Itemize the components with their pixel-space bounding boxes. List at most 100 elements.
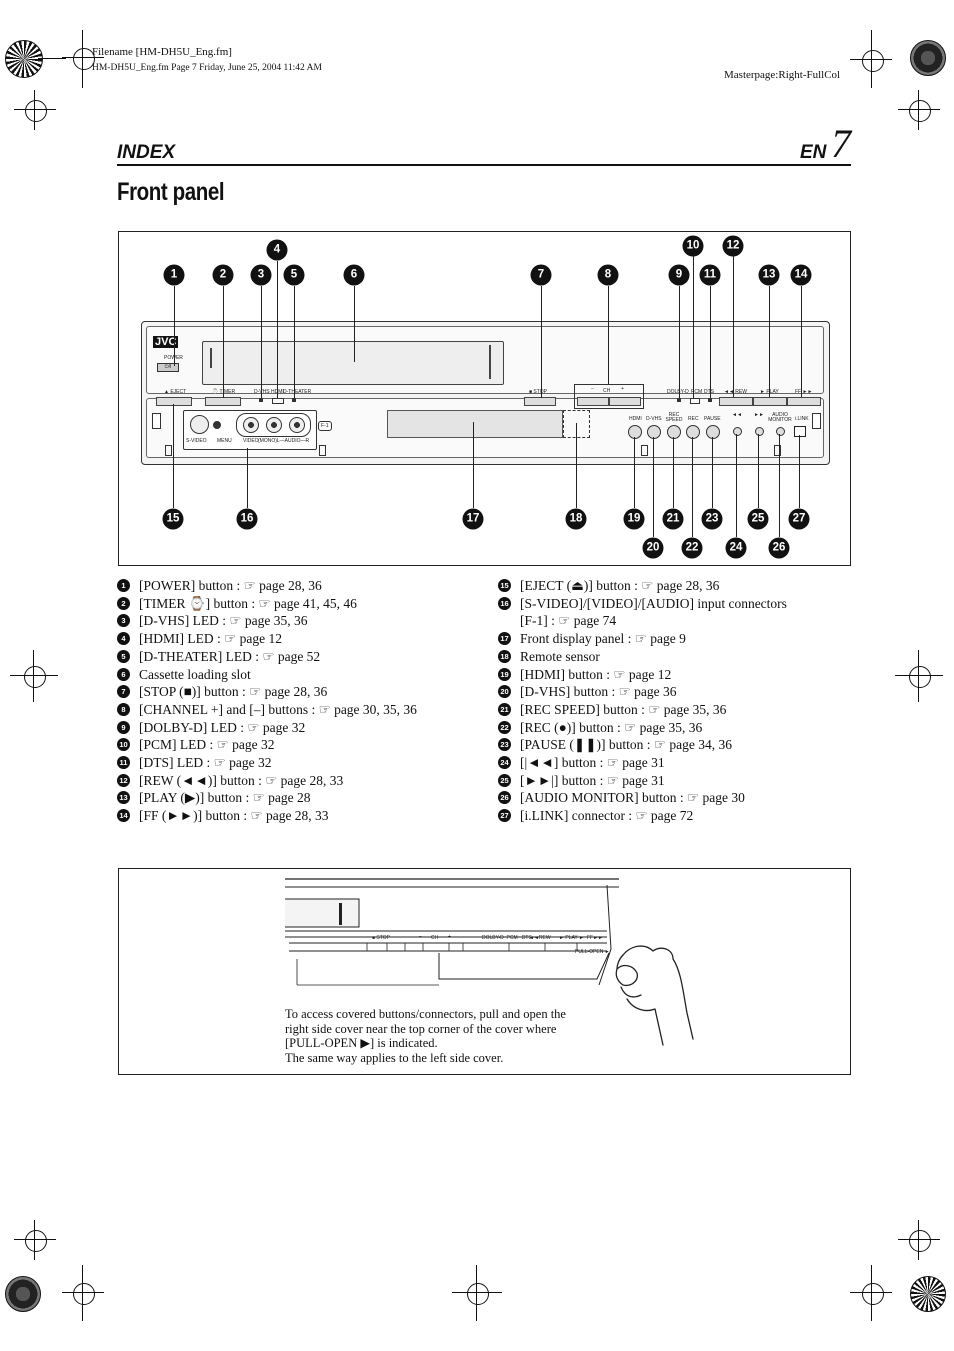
registration-rosette-icon — [910, 40, 946, 76]
leader-line — [174, 286, 175, 366]
crop-line — [82, 1265, 83, 1321]
legend-text: [PCM] LED : ☞ page 32 — [139, 737, 275, 753]
crop-line — [62, 1292, 104, 1293]
legend-number: 22 — [498, 720, 511, 734]
audio-label: (MONO)L—AUDIO—R — [258, 438, 310, 444]
dolby-led-label: DOLBY-D — [667, 389, 689, 395]
section-title: INDEX — [117, 142, 176, 163]
cassette-slot[interactable] — [202, 341, 504, 385]
leader-line — [733, 256, 734, 397]
dvhs-button[interactable] — [647, 425, 661, 439]
leader-line — [712, 437, 713, 508]
skip-back-button[interactable] — [733, 427, 742, 436]
legend-item: 25[►►|] button : ☞ page 31 — [498, 772, 850, 790]
callout-9: 9 — [668, 264, 690, 286]
channel-minus-button[interactable] — [577, 397, 609, 406]
legend-number: 1 — [117, 579, 130, 592]
leader-line — [473, 422, 474, 508]
legend-number: 27 — [498, 809, 511, 823]
crop-line — [82, 30, 83, 88]
side-cover-illustration: ■ STOP − CH + DOLBY-D PCM DTS ◄◄REW ► PL… — [118, 868, 851, 1075]
rec-button[interactable] — [686, 425, 700, 439]
page-number: 7 — [831, 121, 851, 166]
legend-item: 10[PCM] LED : ☞ page 32 — [117, 736, 489, 754]
legend-right: 15[EJECT (⏏)] button : ☞ page 28, 36 16[… — [498, 577, 850, 825]
leader-line — [261, 286, 262, 398]
timer-button[interactable] — [205, 397, 241, 406]
audio-monitor-label: AUDIO MONITOR — [768, 412, 792, 423]
ff-button[interactable] — [787, 397, 821, 406]
s-video-jack[interactable] — [190, 415, 209, 434]
channel-label: CH — [603, 388, 611, 394]
legend-number: 12 — [117, 773, 130, 787]
power-button[interactable]: ⏻/I — [157, 363, 179, 372]
crop-line — [898, 109, 940, 110]
legend-number: 6 — [117, 667, 130, 681]
hdmi-button[interactable] — [628, 425, 642, 439]
legend-number: 20 — [498, 685, 511, 699]
legend-text: [REW (◄◄)] button : ☞ page 28, 33 — [139, 772, 344, 788]
crop-line — [62, 57, 104, 58]
crosshair-icon — [73, 48, 95, 70]
crop-line — [476, 1265, 477, 1321]
hdmi-button-label: HDMI — [629, 416, 642, 422]
stop-button[interactable] — [524, 397, 556, 406]
language-label: EN — [800, 142, 827, 163]
right-side-switch[interactable] — [812, 413, 821, 429]
legend-item: 23[PAUSE (❚❚)] button : ☞ page 34, 36 — [498, 736, 850, 754]
legend-text: [TIMER ⌚] button : ☞ page 41, 45, 46 — [139, 595, 357, 611]
rec-speed-button[interactable] — [667, 425, 681, 439]
legend-text: [FF (►►)] button : ☞ page 28, 33 — [139, 808, 329, 824]
panel-marker — [319, 445, 326, 456]
cover-stop-label: ■ STOP — [372, 935, 390, 941]
pause-button-label: PAUSE — [704, 416, 721, 422]
dtheater-led — [292, 398, 296, 402]
legend-item: 12 [REW (◄◄)] button : ☞ page 28, 33 — [117, 772, 489, 790]
legend-text: [i.LINK] connector : ☞ page 72 — [520, 808, 694, 824]
crop-line — [871, 1265, 872, 1321]
callout-11: 11 — [699, 264, 721, 286]
audio-right-jack[interactable] — [289, 417, 305, 433]
ilink-connector[interactable] — [794, 426, 806, 437]
rew-button[interactable] — [719, 397, 753, 406]
pause-button[interactable] — [706, 425, 720, 439]
device-partial-drawing — [285, 878, 619, 986]
legend-number: 11 — [117, 756, 130, 770]
legend-text: Cassette loading slot — [139, 666, 251, 682]
leader-line — [634, 437, 635, 508]
cover-caption: To access covered buttons/connectors, pu… — [285, 1007, 566, 1065]
leader-line — [541, 286, 542, 398]
rec-speed-label: REC SPEED — [665, 412, 683, 423]
legend-text: [EJECT (⏏)] button : ☞ page 28, 36 — [520, 578, 720, 593]
file-info: HM-DH5U_Eng.fm Page 7 Friday, June 25, 2… — [92, 63, 322, 73]
front-display-panel — [387, 410, 563, 438]
legend-item: 22[REC (●)] button : ☞ page 35, 36 — [498, 719, 850, 737]
callout-7: 7 — [530, 264, 552, 286]
dts-led-label: DTS — [704, 389, 714, 395]
audio-left-jack[interactable] — [266, 417, 282, 433]
crop-line — [898, 1239, 940, 1240]
crop-line — [34, 90, 35, 130]
audio-monitor-button[interactable] — [776, 427, 785, 436]
play-button[interactable] — [753, 397, 787, 406]
callout-23: 23 — [701, 508, 723, 530]
channel-button-group — [574, 384, 644, 409]
legend-text: [POWER] button : ☞ page 28, 36 — [139, 578, 322, 593]
legend-item: 26[AUDIO MONITOR] button : ☞ page 30 — [498, 789, 850, 807]
crop-line — [918, 1220, 919, 1260]
panel-marker — [774, 445, 781, 456]
eject-button[interactable] — [156, 397, 192, 406]
video-jack[interactable] — [243, 417, 259, 433]
callout-17: 17 — [462, 508, 484, 530]
menu-jack[interactable] — [213, 421, 221, 429]
skip-forward-button[interactable] — [755, 427, 764, 436]
callout-14: 14 — [790, 264, 812, 286]
legend-number: 9 — [117, 720, 130, 734]
channel-minus-label: − — [591, 386, 594, 392]
left-side-switch[interactable] — [152, 413, 161, 429]
legend-text: [PAUSE (❚❚)] button : ☞ page 34, 36 — [520, 737, 732, 753]
legend-number: 2 — [117, 596, 130, 610]
file-name: Filename [HM-DH5U_Eng.fm] — [92, 46, 232, 58]
channel-plus-button[interactable] — [609, 397, 641, 406]
